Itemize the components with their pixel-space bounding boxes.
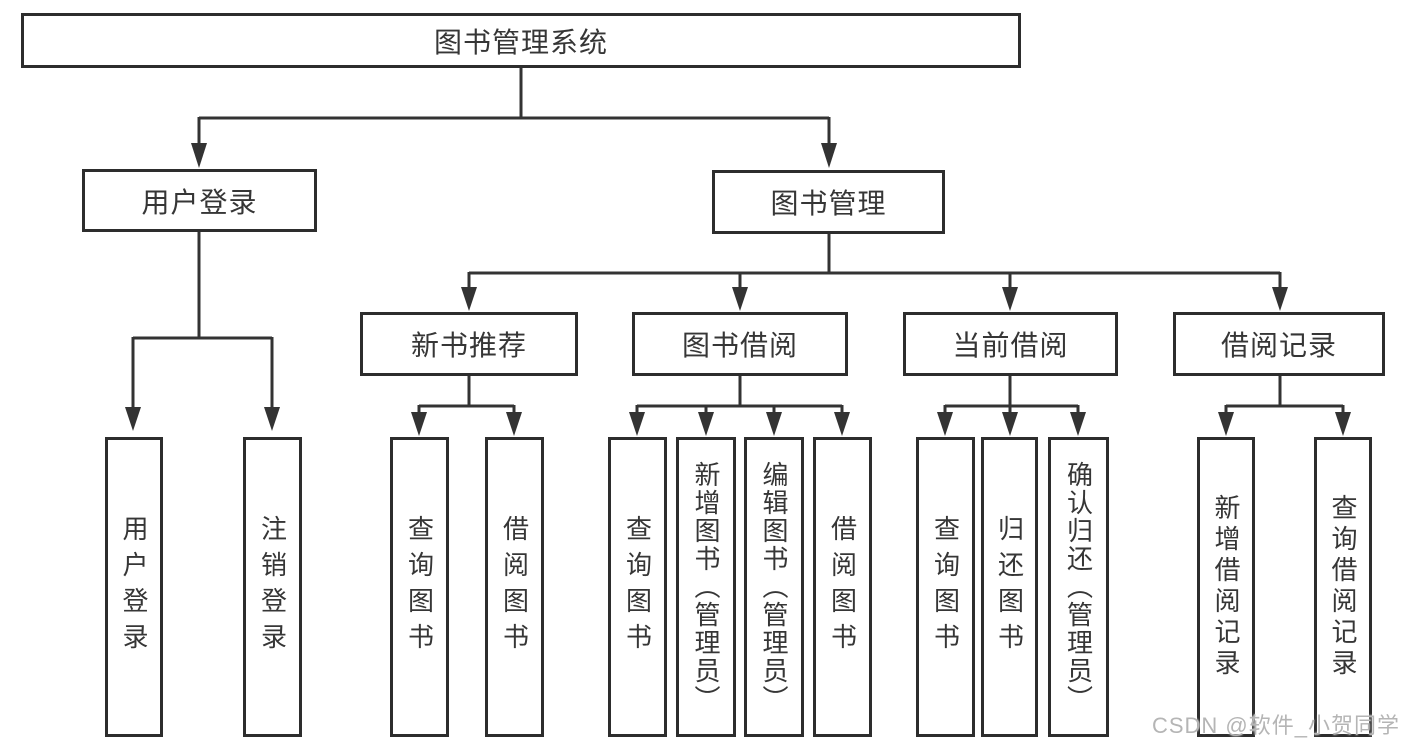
node-new-book-recommend: 新书推荐 xyxy=(360,312,578,376)
leaf-return-books: 归还图书 xyxy=(981,437,1038,737)
csdn-watermark: CSDN @软件_小贺同学 xyxy=(1151,713,1400,738)
node-book-management: 图书管理 xyxy=(712,170,945,234)
leaf-confirm-return-admin: 确认归还（管理员） xyxy=(1048,437,1109,737)
leaf-borrow-books: 借阅图书 xyxy=(813,437,872,737)
node-user-login: 用户登录 xyxy=(82,169,317,232)
connector-segments xyxy=(131,68,1345,415)
leaf-query-books-borrowing: 查询图书 xyxy=(608,437,667,737)
leaf-query-books-recommend: 查询图书 xyxy=(390,437,449,737)
leaf-user-login: 用户登录 xyxy=(105,437,163,737)
leaf-borrow-books-recommend: 借阅图书 xyxy=(485,437,544,737)
leaf-edit-books-admin: 编辑图书（管理员） xyxy=(744,437,804,737)
connector-arrowheads xyxy=(125,143,1351,436)
node-borrowing-records: 借阅记录 xyxy=(1173,312,1385,376)
node-library-management-system: 图书管理系统 xyxy=(21,13,1021,68)
leaf-logout: 注销登录 xyxy=(243,437,302,737)
leaf-query-borrow-record: 查询借阅记录 xyxy=(1314,437,1372,737)
leaf-add-borrow-record: 新增借阅记录 xyxy=(1197,437,1255,737)
leaf-add-books-admin: 新增图书（管理员） xyxy=(676,437,736,737)
node-current-borrowing: 当前借阅 xyxy=(903,312,1118,376)
leaf-query-books-current: 查询图书 xyxy=(916,437,975,737)
node-book-borrowing: 图书借阅 xyxy=(632,312,848,376)
